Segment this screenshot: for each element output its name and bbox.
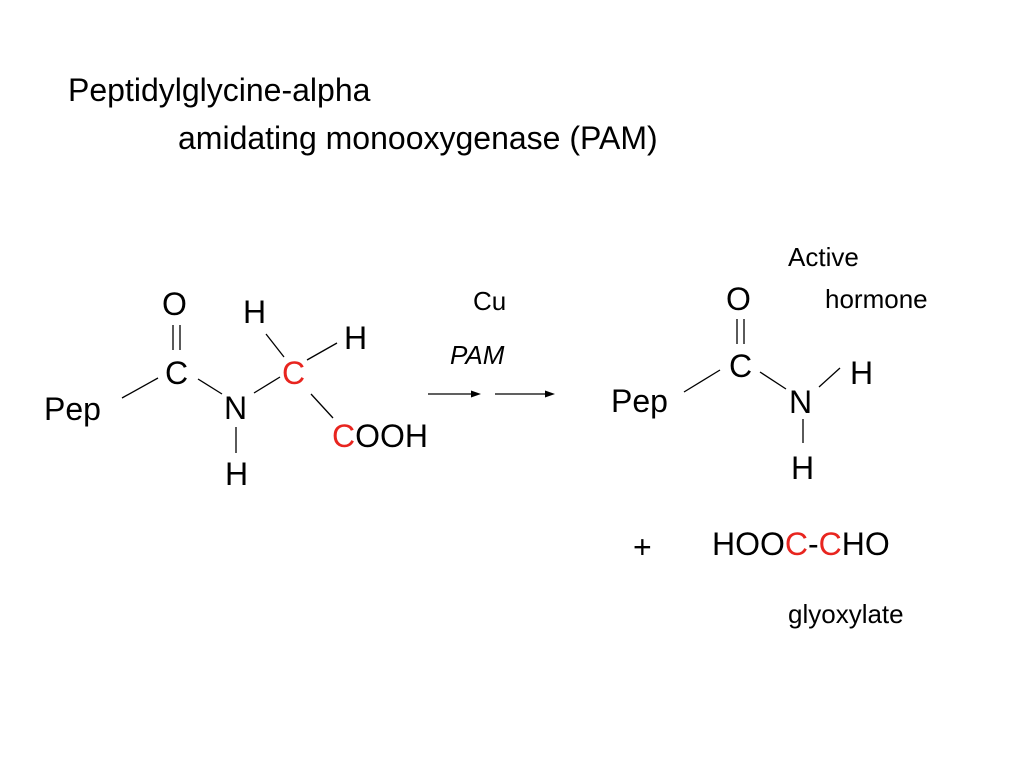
active-hormone-label-line-2: hormone — [825, 284, 928, 314]
reactant-nitrogen: N — [224, 390, 248, 426]
reactant-c-cooh-bond — [310, 393, 334, 419]
formula-part-1: HOO — [712, 526, 785, 562]
reaction-arrow-1-head — [471, 390, 481, 398]
product-n-h-bond — [818, 367, 841, 388]
formula-carbon-1: C — [784, 526, 808, 562]
reactant-alpha-hydrogen-2: H — [344, 320, 368, 356]
product-pep-c-bond — [683, 369, 721, 393]
reactant-carboxyl-rest: OOH — [355, 418, 428, 454]
reactant-n-c-bond — [253, 376, 281, 394]
title-line-2: amidating monooxygenase (PAM) — [178, 120, 658, 156]
reactant-pep-label: Pep — [44, 391, 101, 427]
reactant-carboxyl-group: COOH — [332, 420, 428, 452]
reaction-arrow-2-head — [545, 390, 555, 398]
reactant-c-n-bond — [197, 378, 223, 395]
active-hormone-label-line-1: Active — [788, 242, 859, 272]
reactant-carbonyl-carbon: C — [165, 355, 189, 391]
product-carbonyl-carbon: C — [729, 348, 753, 384]
product-carbonyl-oxygen: O — [726, 281, 751, 317]
reactant-pep-c-bond — [121, 377, 159, 399]
enzyme-label: PAM — [450, 340, 505, 370]
product-nitrogen-hydrogen-2: H — [791, 450, 815, 486]
reactant-carboxyl-carbon: C — [332, 418, 356, 454]
formula-part-2: HO — [841, 526, 890, 562]
reactant-nitrogen-hydrogen: H — [225, 456, 249, 492]
product-nitrogen-hydrogen-1: H — [850, 355, 874, 391]
product-pep-label: Pep — [611, 383, 668, 419]
product-nitrogen: N — [789, 384, 813, 420]
reactant-alpha-hydrogen-1: H — [243, 294, 267, 330]
reactant-c-h1-bond — [265, 333, 285, 358]
cofactor-label: Cu — [473, 286, 507, 316]
reactant-carbonyl-oxygen: O — [162, 286, 187, 322]
glyoxylate-formula: HOOC-CHO — [712, 528, 890, 560]
reactant-alpha-carbon: C — [282, 355, 306, 391]
formula-carbon-2: C — [818, 526, 842, 562]
formula-dash: - — [808, 526, 819, 562]
product-c-n-bond — [759, 371, 787, 390]
glyoxylate-label: glyoxylate — [788, 599, 904, 629]
title-line-1: Peptidylglycine-alpha — [68, 72, 371, 108]
plus-sign: + — [633, 529, 652, 565]
reactant-c-h2-bond — [306, 342, 338, 361]
